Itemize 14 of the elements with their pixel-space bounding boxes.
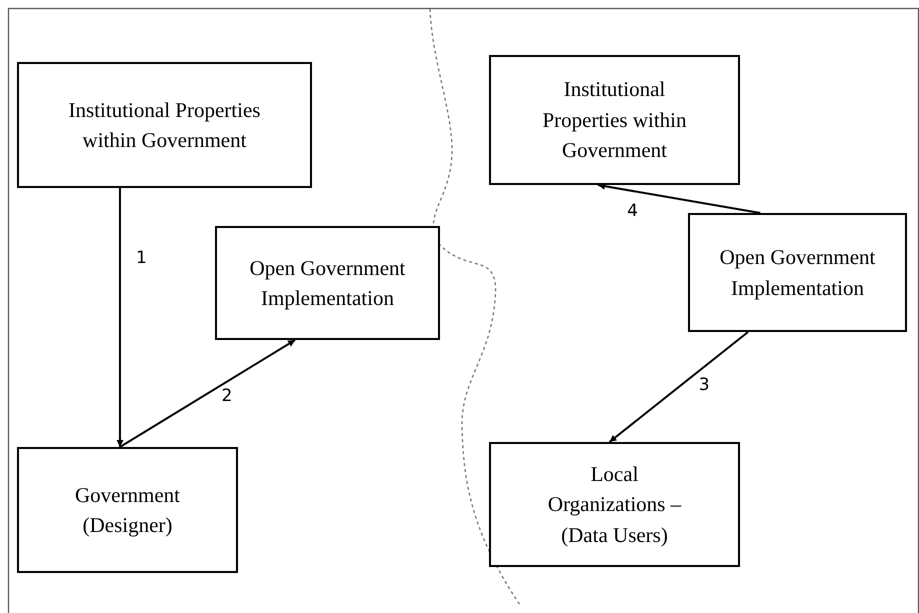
edge-label: 3 bbox=[698, 375, 710, 395]
edge-label: 4 bbox=[627, 201, 638, 221]
arrow bbox=[598, 182, 760, 214]
process-box: Open Government Implementation bbox=[688, 213, 907, 332]
edge-label: 2 bbox=[222, 386, 232, 406]
arrow bbox=[116, 188, 124, 447]
arrow bbox=[119, 339, 296, 448]
process-box: Institutional Properties within Government bbox=[17, 62, 312, 188]
process-box: Government (Designer) bbox=[17, 447, 238, 573]
edge-label: 1 bbox=[136, 248, 147, 268]
process-box: Open Government Implementation bbox=[215, 226, 440, 340]
process-box: Local Organizations – (Data Users) bbox=[489, 442, 740, 567]
process-box: Institutional Properties within Government bbox=[489, 55, 740, 185]
arrow bbox=[608, 331, 749, 443]
